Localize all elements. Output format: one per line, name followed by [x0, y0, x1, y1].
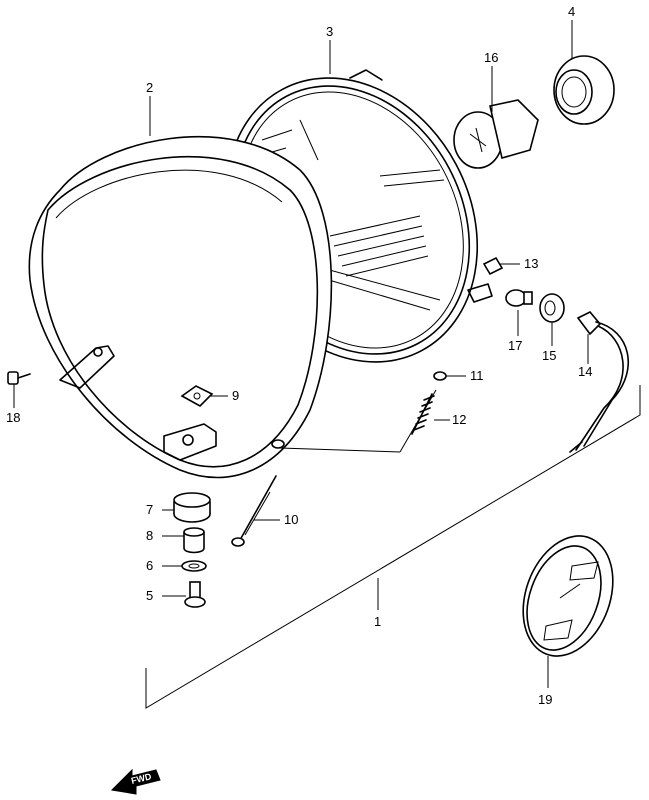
callout-1: 1 — [374, 614, 381, 629]
callout-14: 14 — [578, 364, 592, 379]
fwd-label: FWD — [130, 771, 153, 786]
callout-5: 5 — [146, 588, 153, 603]
callout-18: 18 — [6, 410, 20, 425]
callout-3: 3 — [326, 24, 333, 39]
callout-9: 9 — [232, 388, 239, 403]
leader-lines — [13, 20, 589, 688]
callout-11: 11 — [470, 368, 484, 383]
grommet — [173, 492, 211, 523]
screw-18 — [7, 371, 31, 385]
assembly-bracket — [145, 385, 641, 709]
callout-7: 7 — [146, 502, 153, 517]
callout-13: 13 — [524, 256, 538, 271]
bulb-socket — [553, 55, 615, 125]
clip-nut — [180, 385, 214, 407]
callout-6: 6 — [146, 558, 153, 573]
headlight-bulb — [453, 99, 539, 169]
callout-12: 12 — [452, 412, 466, 427]
callout-2: 2 — [146, 80, 153, 95]
callout-10: 10 — [284, 512, 298, 527]
socket-with-wires — [569, 311, 629, 453]
lens-cover — [522, 535, 614, 657]
callout-16: 16 — [484, 50, 498, 65]
adjusting-screw — [231, 475, 277, 547]
collar — [183, 527, 205, 554]
washer — [181, 560, 207, 572]
callout-8: 8 — [146, 528, 153, 543]
callout-17: 17 — [508, 338, 522, 353]
callout-19: 19 — [538, 692, 552, 707]
nut-11 — [433, 371, 447, 381]
headlight-housing — [28, 135, 437, 479]
position-bulb — [505, 289, 533, 307]
callout-4: 4 — [568, 4, 575, 19]
spring — [411, 393, 435, 435]
bolt — [184, 581, 206, 608]
clip-13 — [482, 256, 504, 276]
bulb-grommet — [539, 293, 565, 323]
callout-15: 15 — [542, 348, 556, 363]
fwd-arrow-icon: FWD — [110, 768, 161, 795]
